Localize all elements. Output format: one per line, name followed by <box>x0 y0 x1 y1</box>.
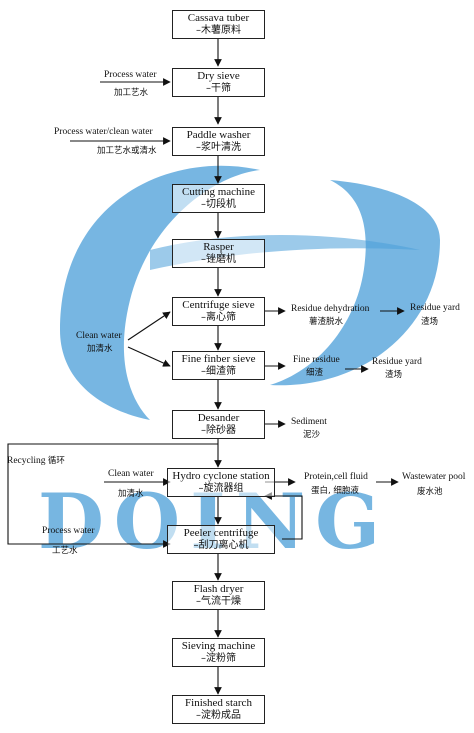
label-wastewater-pool: Wastewater pool <box>402 472 466 482</box>
step-label-zh: –木薯原料 <box>196 24 241 36</box>
label-residue-yard-2: Residue yard <box>372 357 422 367</box>
step-label-zh: –气流干燥 <box>196 595 241 607</box>
step-label-zh: –淀粉筛 <box>201 652 236 664</box>
step-label-zh: –淀粉成品 <box>196 709 241 721</box>
step-desander: Desander–除砂器 <box>172 410 265 439</box>
step-finished-starch: Finished starch–淀粉成品 <box>172 695 265 724</box>
step-label-en: Cutting machine <box>181 186 255 198</box>
label-residue-yard-1-zh: 渣场 <box>421 317 439 327</box>
label-sediment: Sediment <box>291 417 327 427</box>
step-label-zh: –刮刀离心机 <box>193 539 249 551</box>
label-wastewater-pool-zh: 废水池 <box>417 487 443 497</box>
step-fine-fiber-sieve: Fine finber sieve–细渣筛 <box>172 351 265 380</box>
step-label-en: Peeler centrifuge <box>183 527 259 539</box>
step-label-zh: –除砂器 <box>201 424 236 436</box>
step-hydro-cyclone-station: Hydro cyclone station–旋流器组 <box>167 468 275 497</box>
step-label-zh: –干筛 <box>206 82 231 94</box>
step-label-zh: –浆叶清洗 <box>196 141 241 153</box>
step-sieving-machine: Sieving machine–淀粉筛 <box>172 638 265 667</box>
step-cassava-tuber: Cassava tuber–木薯原料 <box>172 10 265 39</box>
step-cutting-machine: Cutting machine–切段机 <box>172 184 265 213</box>
step-label-en: Rasper <box>203 241 234 253</box>
step-dry-sieve: Dry sieve–干筛 <box>172 68 265 97</box>
label-clean-water-hydro: Clean water <box>108 469 154 479</box>
label-recycling-zh: 循环 <box>47 456 65 466</box>
step-label-en: Hydro cyclone station <box>172 470 270 482</box>
label-process-water-2: Process water <box>42 526 95 536</box>
label-recycling-en: Recycling <box>7 456 46 466</box>
label-clean-water-hydro-zh: 加清水 <box>118 489 144 499</box>
step-label-en: Fine finber sieve <box>181 353 256 365</box>
label-process-clean-water: Process water/clean water <box>54 127 153 137</box>
step-label-en: Finished starch <box>185 697 252 709</box>
step-label-en: Sieving machine <box>181 640 256 652</box>
label-clean-water-left-zh: 加清水 <box>87 344 113 354</box>
label-process-clean-water-zh: 加工艺水或清水 <box>97 146 157 156</box>
label-residue-dehydration: Residue dehydration <box>291 304 370 314</box>
step-label-en: Paddle washer <box>186 129 251 141</box>
label-fine-residue-zh: 细渣 <box>306 368 324 378</box>
label-process-water: Process water <box>104 70 157 80</box>
step-label-en: Cassava tuber <box>187 12 250 24</box>
step-paddle-washer: Paddle washer–浆叶清洗 <box>172 127 265 156</box>
step-label-zh: –细渣筛 <box>201 365 236 377</box>
label-residue-yard-2-zh: 渣场 <box>385 370 403 380</box>
step-flash-dryer: Flash dryer–气流干燥 <box>172 581 265 610</box>
label-residue-yard-1: Residue yard <box>410 303 460 313</box>
label-residue-dehydration-zh: 薯渣脱水 <box>309 317 344 327</box>
step-label-zh: –旋流器组 <box>198 482 244 494</box>
step-peeler-centrifuge: Peeler centrifuge–刮刀离心机 <box>167 525 275 554</box>
label-process-water-2-zh: 工艺水 <box>52 546 78 556</box>
label-process-water-zh: 加工艺水 <box>114 88 149 98</box>
label-protein-cell-fluid-zh: 蛋白, 细胞液 <box>311 486 359 496</box>
step-label-en: Dry sieve <box>197 70 240 82</box>
step-label-en: Desander <box>197 412 240 424</box>
step-label-zh: –切段机 <box>201 198 236 210</box>
step-label-en: Flash dryer <box>193 583 244 595</box>
label-fine-residue: Fine residue <box>293 355 340 365</box>
label-protein-cell-fluid: Protein,cell fluid <box>304 472 368 482</box>
label-clean-water-left: Clean water <box>76 331 122 341</box>
step-rasper: Rasper–锉磨机 <box>172 239 265 268</box>
label-recycling: Recycling 循环 <box>7 456 65 467</box>
label-sediment-zh: 泥沙 <box>303 430 321 440</box>
step-label-en: Centrifuge sieve <box>182 299 255 311</box>
step-label-zh: –离心筛 <box>201 311 236 323</box>
step-label-zh: –锉磨机 <box>201 253 236 265</box>
step-centrifuge-sieve: Centrifuge sieve–离心筛 <box>172 297 265 326</box>
